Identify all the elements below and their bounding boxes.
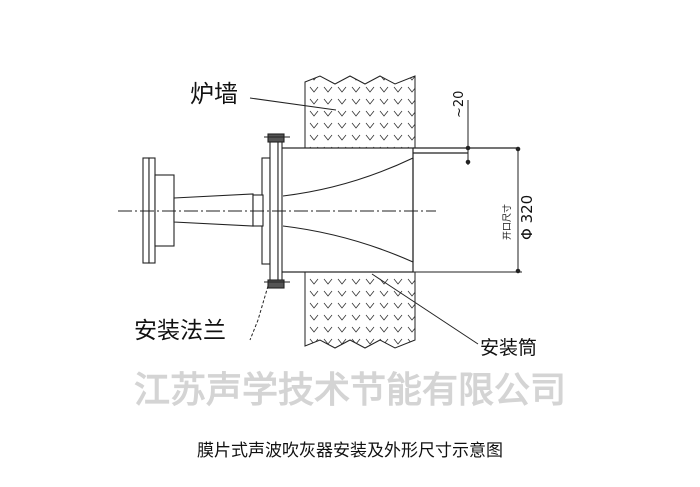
furnace-wall [304, 75, 416, 349]
mounting-tube-label: 安装筒 [480, 337, 537, 359]
gap-dimension-label: ~20 [452, 91, 467, 118]
furnace-wall-label: 炉墙 [190, 80, 238, 108]
opening-diameter-label: Φ 320 [518, 195, 536, 240]
mounting-flange-label: 安装法兰 [134, 318, 226, 344]
leader-lines [249, 97, 479, 345]
opening-size-label: 开口尺寸 [501, 204, 513, 240]
diagram-caption: 膜片式声波吹灰器安装及外形尺寸示意图 [197, 441, 503, 461]
horn-cone [282, 157, 414, 263]
mounting-tube [279, 147, 518, 273]
dimension-lines [413, 100, 522, 274]
watermark: 江苏声学技术节能有限公司 [134, 369, 566, 411]
